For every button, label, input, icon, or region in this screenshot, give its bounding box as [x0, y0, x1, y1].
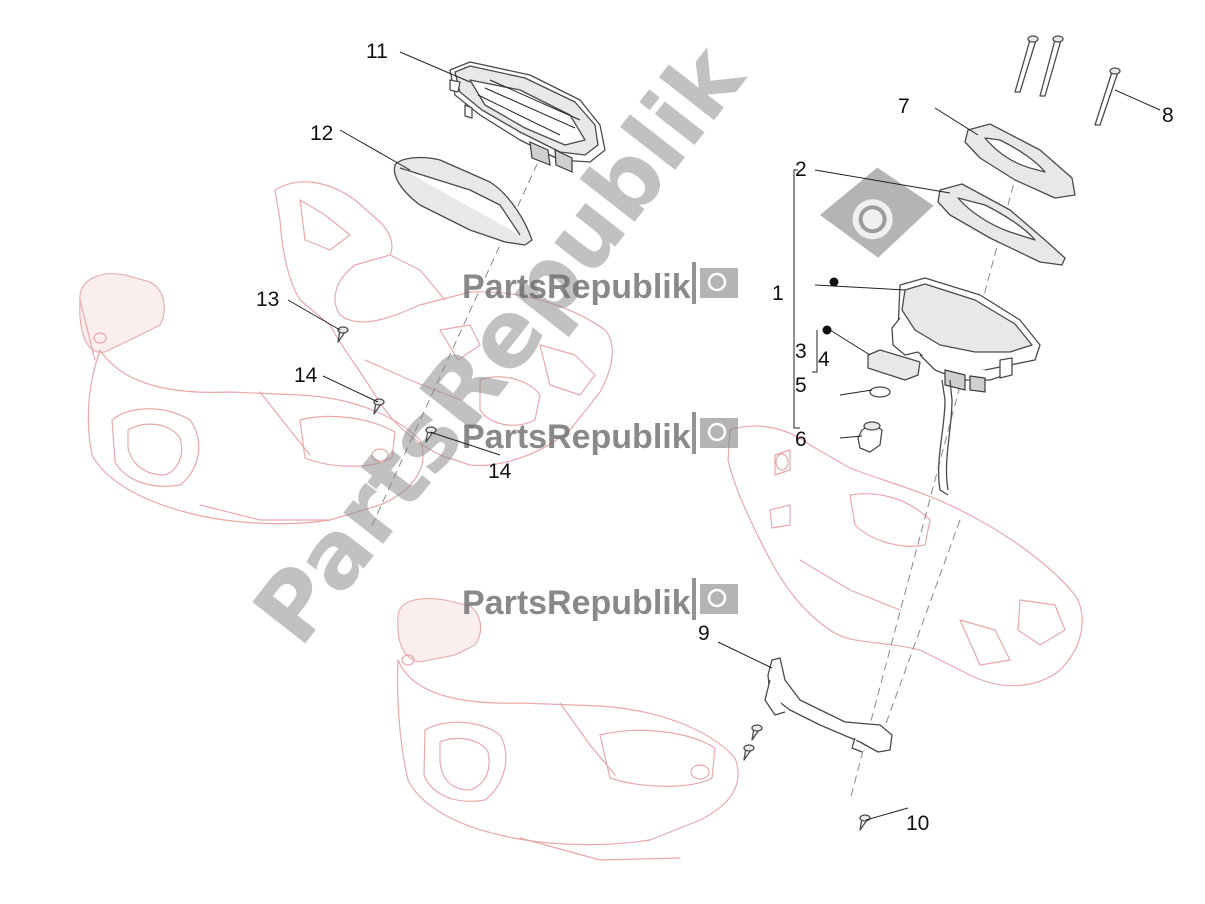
- callout-1: 1: [772, 282, 784, 305]
- part-4-pad: [867, 349, 921, 381]
- assembly-axes: [369, 139, 1021, 801]
- handlebar-cover-front-bottom-reference: [396, 597, 739, 861]
- callout-4: 4: [818, 348, 830, 371]
- small-screws: [337, 326, 871, 831]
- part-12-lens: [393, 156, 533, 246]
- callout-14-right: 14: [488, 460, 512, 483]
- handlebar-cover-rear-left-reference: [274, 181, 613, 467]
- part-5-oring: [869, 386, 891, 398]
- part-2-panel-frame: [937, 183, 1066, 266]
- callout-12: 12: [310, 122, 333, 145]
- watermark-small-text-1: PartsRepublik: [462, 268, 691, 306]
- callout-labels: 11 12 13 14 14 7 8 2 1 3 4 5 6 9 10: [256, 40, 1174, 835]
- watermark-small-top: PartsRepublik: [462, 262, 738, 306]
- part-1-instrument-cluster: [891, 277, 1041, 496]
- callout-8: 8: [1162, 104, 1174, 127]
- callout-13: 13: [256, 288, 279, 311]
- part-7-gasket: [964, 123, 1076, 199]
- callout-14-left: 14: [294, 364, 318, 387]
- handlebar-cover-front-left-reference: [79, 273, 424, 525]
- watermark-small-text-3: PartsRepublik: [462, 584, 691, 622]
- part-9-bracket: [764, 657, 893, 753]
- watermark-flag-large: [820, 167, 934, 258]
- part-6-bulb: [857, 421, 883, 453]
- part-11-dashboard-housing: [449, 61, 606, 173]
- watermark-small-bottom: PartsRepublik: [462, 578, 738, 622]
- callout-7: 7: [898, 95, 910, 118]
- callout-2: 2: [795, 158, 807, 181]
- watermark-small-text-2: PartsRepublik: [462, 418, 691, 456]
- callout-9: 9: [698, 622, 710, 645]
- leader-lines: [287, 51, 1161, 821]
- callout-10: 10: [906, 812, 929, 835]
- callout-5: 5: [795, 374, 807, 397]
- handlebar-cover-rear-right-reference: [727, 425, 1083, 687]
- part-8-long-screws: [1014, 35, 1121, 126]
- callout-6: 6: [795, 428, 807, 451]
- callout-3: 3: [795, 340, 807, 363]
- watermark-small-middle: PartsRepublik: [462, 412, 738, 456]
- callout-11: 11: [366, 40, 388, 63]
